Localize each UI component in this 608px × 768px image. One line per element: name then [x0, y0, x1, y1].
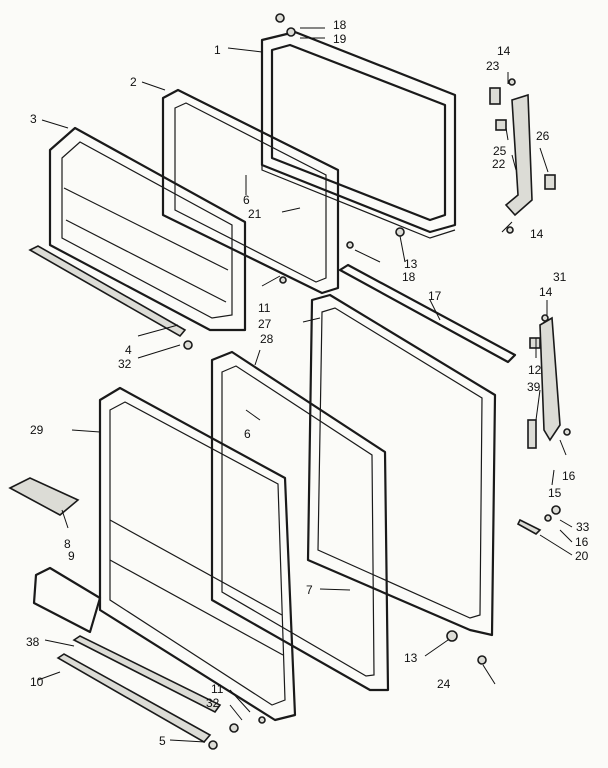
callout-10: 10 [30, 675, 44, 689]
callout-31: 31 [553, 270, 567, 284]
callout-28: 28 [260, 332, 274, 346]
callout-16-upper: 16 [562, 469, 576, 483]
fresh-food-door-panel [98, 386, 297, 722]
callout-1: 1 [214, 43, 221, 57]
door-rail [338, 263, 517, 364]
callout-23: 23 [486, 59, 500, 73]
callout-3: 3 [30, 112, 37, 126]
fresh-food-door-gasket [306, 293, 497, 637]
butter-door [32, 566, 102, 634]
freezer-door-frame [260, 30, 457, 239]
callout-25: 25 [493, 144, 507, 158]
callout-22: 22 [492, 157, 506, 171]
callout-21: 21 [248, 207, 262, 221]
callout-18-lower: 18 [402, 270, 416, 284]
callout-16-lower: 16 [575, 535, 589, 549]
fresh-food-door-liner [210, 350, 390, 692]
callout-26: 26 [536, 129, 550, 143]
freezer-door-gasket [161, 88, 340, 295]
callout-32-upper: 32 [118, 357, 132, 371]
callout-19: 19 [333, 32, 347, 46]
callout-2: 2 [130, 75, 137, 89]
top-hinge [489, 87, 556, 217]
fasteners [183, 13, 571, 750]
callout-24: 24 [437, 677, 451, 691]
callout-17: 17 [428, 289, 442, 303]
bottom-trim-strips [56, 635, 222, 744]
callout-38: 38 [26, 635, 40, 649]
callout-11-upper: 11 [258, 301, 271, 315]
leader-lines [37, 27, 573, 743]
callout-13-lower: 13 [404, 651, 418, 665]
butter-bin [8, 477, 80, 516]
callout-5: 5 [159, 734, 166, 748]
callout-4: 4 [125, 343, 132, 357]
callout-14-center: 14 [539, 285, 553, 299]
freezer-handle-trim [28, 245, 187, 338]
callout-33: 33 [576, 520, 590, 534]
callout-11-lower: 11 [211, 682, 224, 696]
callout-14-hinge: 14 [530, 227, 544, 241]
callout-12: 12 [528, 363, 542, 377]
callout-32-lower: 32 [206, 696, 220, 710]
callout-13-upper: 13 [404, 257, 418, 271]
callout-6-freezer: 6 [243, 193, 250, 207]
callout-39: 39 [527, 380, 541, 394]
callout-29: 29 [30, 423, 44, 437]
callout-7: 7 [306, 583, 313, 597]
center-hinge [527, 316, 561, 449]
callout-8: 8 [64, 537, 71, 551]
callout-14-top: 14 [497, 44, 511, 58]
callout-18-top: 18 [333, 18, 347, 32]
callout-9: 9 [68, 549, 75, 563]
callout-20: 20 [575, 549, 589, 563]
callout-15: 15 [548, 486, 562, 500]
freezer-door-panel [48, 126, 247, 332]
callout-27: 27 [258, 317, 272, 331]
callout-6-fresh-food: 6 [244, 427, 251, 441]
